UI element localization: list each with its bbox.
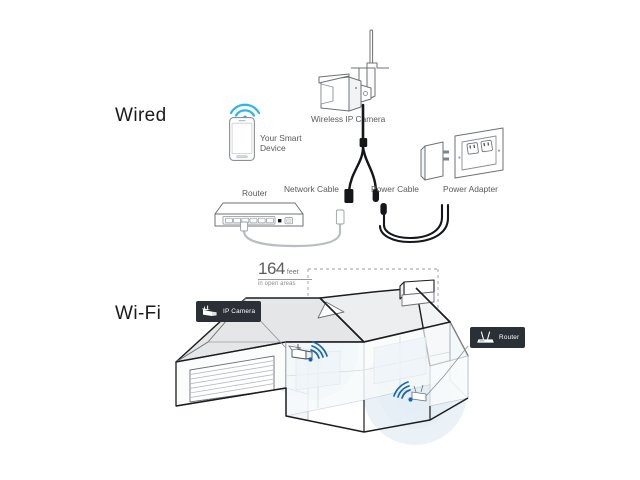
router-antenna-icon: [476, 331, 495, 344]
smart-device-label: Your Smart Device: [260, 133, 302, 153]
section-title-wifi: Wi-Fi: [115, 303, 162, 324]
section-title-wired: Wired: [115, 105, 167, 126]
bullet-ip-camera-icon: [315, 29, 405, 118]
distance-note: in open areas: [258, 281, 296, 287]
distance-value: 164: [258, 259, 285, 278]
camera-wifi-signal: [308, 341, 328, 362]
indoor-router-icon: [411, 384, 427, 402]
smart-device-label-line1: Your Smart: [260, 133, 302, 143]
network-cable-run: [236, 209, 356, 250]
distance-rule: [258, 279, 312, 280]
power-cable-label: Power Cable: [371, 184, 419, 194]
router-wifi-signal: [393, 381, 413, 402]
callout-ip-camera-label: IP Camera: [223, 308, 256, 315]
power-cable-run: [376, 203, 506, 247]
wireless-ip-camera-label: Wireless IP Camera: [311, 114, 386, 124]
power-adapter-label: Power Adapter: [443, 184, 498, 194]
power-adapter-icon: [419, 140, 453, 185]
callout-ip-camera[interactable]: IP Camera: [196, 301, 262, 322]
smartphone-icon: [229, 117, 255, 161]
house-illustration: [168, 279, 498, 465]
distance-annotation: 164 feet in open areas: [258, 259, 312, 287]
smart-device-label-line2: Device: [260, 143, 286, 153]
router-label: Router: [242, 188, 268, 198]
camera-cables: [330, 103, 450, 230]
wifi-signal-icon: [228, 100, 262, 120]
network-cable-label: Network Cable: [284, 184, 339, 194]
wall-outlet-icon: [449, 126, 511, 184]
bullet-ip-camera-icon: [202, 305, 219, 318]
callout-router[interactable]: Router: [470, 327, 526, 348]
router-switch-icon: [213, 197, 305, 235]
distance-unit: feet: [286, 269, 299, 276]
callout-router-label: Router: [499, 334, 520, 341]
roof-camera-icon: [288, 344, 313, 360]
